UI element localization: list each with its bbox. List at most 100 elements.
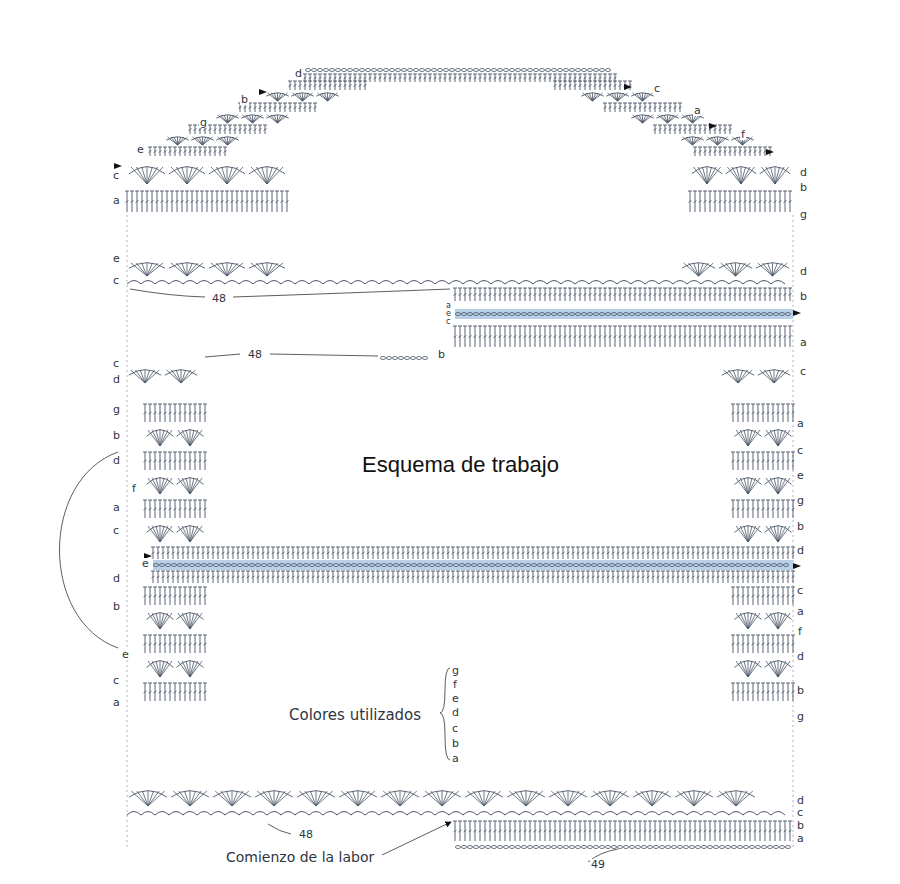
double-crochet-symbol [747,460,750,462]
double-crochet-symbol [183,500,187,501]
double-crochet-symbol [766,404,770,405]
chain-stitch-symbol [479,69,484,72]
chain-stitch-symbol [335,69,340,72]
double-crochet-symbol [603,288,607,289]
double-crochet-symbol [735,147,736,156]
double-crochet-symbol [775,191,776,212]
double-crochet-symbol [174,151,177,153]
double-crochet-symbol [216,547,220,548]
double-crochet-symbol [136,201,139,203]
double-crochet-symbol [564,77,567,79]
double-crochet-symbol [219,151,222,153]
double-crochet-symbol [700,191,701,212]
double-crochet-symbol [410,74,411,82]
double-crochet-symbol [745,147,746,156]
double-crochet-symbol [273,547,274,559]
chain-stitch-symbol [587,313,592,316]
double-crochet-symbol [204,508,207,510]
double-crochet-symbol [238,125,242,126]
double-crochet-symbol [555,81,556,90]
double-crochet-symbol [589,77,592,79]
fan-stitch-symbol [656,115,679,118]
chain-stitch-symbol [317,69,322,72]
double-crochet-symbol [724,129,727,131]
double-crochet-symbol [792,460,795,462]
double-crochet-symbol [564,294,567,296]
double-crochet-symbol [299,85,302,87]
double-crochet-symbol [254,129,257,131]
double-crochet-symbol [719,201,722,203]
double-crochet-symbol [589,294,592,296]
double-crochet-symbol [214,151,217,153]
chain-stitch-symbol [380,357,385,360]
double-crochet-symbol [423,74,427,75]
double-crochet-symbol [345,81,346,90]
double-crochet-symbol [688,125,692,126]
double-crochet-symbol [458,326,462,327]
double-crochet-symbol [505,326,506,347]
double-crochet-symbol [199,412,202,414]
double-crochet-symbol [353,74,357,75]
double-crochet-symbol [679,129,682,131]
double-crochet-symbol [633,288,637,289]
double-crochet-symbol [680,326,681,347]
double-crochet-symbol [404,77,407,79]
double-crochet-symbol [178,452,182,453]
double-crochet-symbol [389,77,392,79]
double-crochet-symbol [776,452,780,453]
double-crochet-symbol [358,81,362,82]
double-crochet-symbol [167,191,168,212]
double-crochet-symbol [648,103,652,104]
double-crochet-symbol [688,191,692,192]
double-crochet-symbol [754,294,757,296]
double-crochet-symbol [610,326,611,347]
double-crochet-symbol [198,500,202,501]
double-crochet-symbol [274,107,277,109]
double-crochet-symbol [710,191,711,212]
fan-stitch-symbol [778,526,786,542]
double-crochet-symbol [613,288,617,289]
double-crochet-symbol [153,452,157,453]
double-crochet-symbol [158,147,162,148]
double-crochet-symbol [474,336,477,338]
double-crochet-symbol [649,336,652,338]
double-crochet-symbol [533,326,537,327]
double-crochet-symbol [485,326,486,347]
double-crochet-symbol [212,552,215,554]
fan-stitch-symbol [661,115,668,123]
double-crochet-symbol [751,404,755,405]
chain-stitch-symbol [479,313,484,316]
double-crochet-symbol [736,500,740,501]
fan-stitch-symbol [636,93,643,101]
double-crochet-symbol [199,460,202,462]
double-crochet-symbol [503,288,507,289]
double-crochet-symbol [668,288,672,289]
double-crochet-symbol [458,74,462,75]
double-crochet-symbol [669,336,672,338]
double-crochet-symbol [660,103,661,112]
double-crochet-symbol [319,77,322,79]
double-crochet-symbol [720,326,721,347]
double-crochet-symbol [585,288,586,301]
double-crochet-symbol [319,85,322,87]
double-crochet-symbol [700,288,701,301]
double-crochet-symbol [725,288,726,301]
chain-stitch-symbol [485,313,490,316]
double-crochet-symbol [465,74,466,82]
fan-stitch-symbol [741,167,755,184]
fan-stitch-symbol [209,167,245,174]
double-crochet-symbol [298,103,302,104]
double-crochet-symbol [465,326,466,347]
double-crochet-symbol [202,552,205,554]
double-crochet-symbol [463,288,467,289]
double-crochet-symbol [565,81,566,90]
double-crochet-symbol [203,547,204,559]
double-crochet-symbol [205,147,206,156]
double-crochet-symbol [618,81,622,82]
double-crochet-symbol [484,77,487,79]
double-crochet-symbol [292,552,295,554]
double-crochet-symbol [193,500,197,501]
double-crochet-symbol [238,547,239,559]
double-crochet-symbol [678,125,682,126]
double-crochet-symbol [563,74,567,75]
